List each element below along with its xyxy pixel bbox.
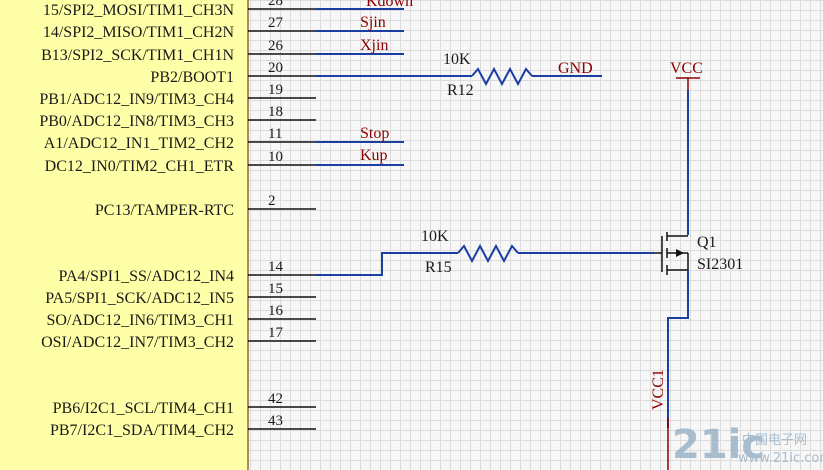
pin-name: B13/SPI2_SCK/TIM1_CH1N <box>41 47 234 64</box>
pin-name: PA5/SPI1_SCK/ADC12_IN5 <box>45 290 234 307</box>
r15-value: 10K <box>421 228 449 245</box>
wire-pa4-r15 <box>316 252 458 276</box>
pin-number: 14 <box>268 259 284 275</box>
mcu-body <box>0 0 249 470</box>
pin-number: 18 <box>268 104 283 120</box>
pin-name: OSI/ADC12_IN7/TIM3_CH2 <box>41 334 234 351</box>
mcu-pin-group: 15/SPI2_MOSI/TIM1_CH3N 28 14/SPI2_MISO/TIM… <box>39 0 316 439</box>
pin-number: 28 <box>268 0 283 9</box>
resistor-r12 <box>471 66 533 87</box>
pin-name: DC12_IN0/TIM2_CH1_ETR <box>45 158 235 175</box>
pin-number: 10 <box>268 149 283 165</box>
pin-number: 26 <box>268 38 284 54</box>
r15-designator: R15 <box>425 259 452 276</box>
net-label-sjin: Sjin <box>360 14 386 31</box>
watermark-url: www.21ic.com <box>738 451 823 466</box>
pin-name: PB2/BOOT1 <box>150 69 234 86</box>
pin-number: 27 <box>268 15 284 31</box>
r12-designator: R12 <box>447 82 474 99</box>
pin-number: 19 <box>268 82 283 98</box>
r12-value: 10K <box>443 51 471 68</box>
pin-number: 2 <box>268 193 276 209</box>
pin-name: 14/SPI2_MISO/TIM1_CH2N <box>43 24 235 41</box>
pin-name: A1/ADC12_IN1_TIM2_CH2 <box>44 135 234 152</box>
vcc-label: VCC <box>670 60 703 77</box>
pin-number: 42 <box>268 391 283 407</box>
resistor-r15 <box>457 243 519 264</box>
pin-number: 17 <box>268 325 284 341</box>
watermark-logo: 21ic <box>672 422 765 468</box>
gnd-label: GND <box>558 60 593 77</box>
pin-name: PB7/I2C1_SDA/TIM4_CH2 <box>50 422 234 439</box>
pin-name: SO/ADC12_IN6/TIM3_CH1 <box>46 312 234 329</box>
net-label-kdown: Kdown <box>366 0 413 10</box>
watermark: 21ic 中国电子网 www.21ic.com <box>672 422 823 468</box>
pin-name: PB1/ADC12_IN9/TIM3_CH4 <box>39 91 234 108</box>
pin-name: PB6/I2C1_SCL/TIM4_CH1 <box>53 400 234 417</box>
pin-name: 15/SPI2_MOSI/TIM1_CH3N <box>43 2 235 19</box>
net-label-kup: Kup <box>360 147 388 164</box>
mosfet-q1 <box>654 232 689 275</box>
net-label-stop: Stop <box>360 125 389 142</box>
pin-number: 11 <box>268 126 282 142</box>
q1-designator: Q1 <box>697 234 717 251</box>
net-label-xjin: Xjin <box>360 37 388 54</box>
pin-number: 20 <box>268 60 283 76</box>
wire-q1-vcc1 <box>667 270 689 428</box>
pin-number: 15 <box>268 281 283 297</box>
pin-number: 43 <box>268 413 283 429</box>
pin-name: PA4/SPI1_SS/ADC12_IN4 <box>59 268 234 285</box>
vcc1-label: VCC1 <box>650 369 667 410</box>
watermark-cn: 中国电子网 <box>742 433 807 448</box>
pin-name: PC13/TAMPER-RTC <box>95 202 234 219</box>
pin-name: PB0/ADC12_IN8/TIM3_CH3 <box>39 113 234 130</box>
pin-number: 16 <box>268 303 284 319</box>
q1-part: SI2301 <box>697 256 743 273</box>
